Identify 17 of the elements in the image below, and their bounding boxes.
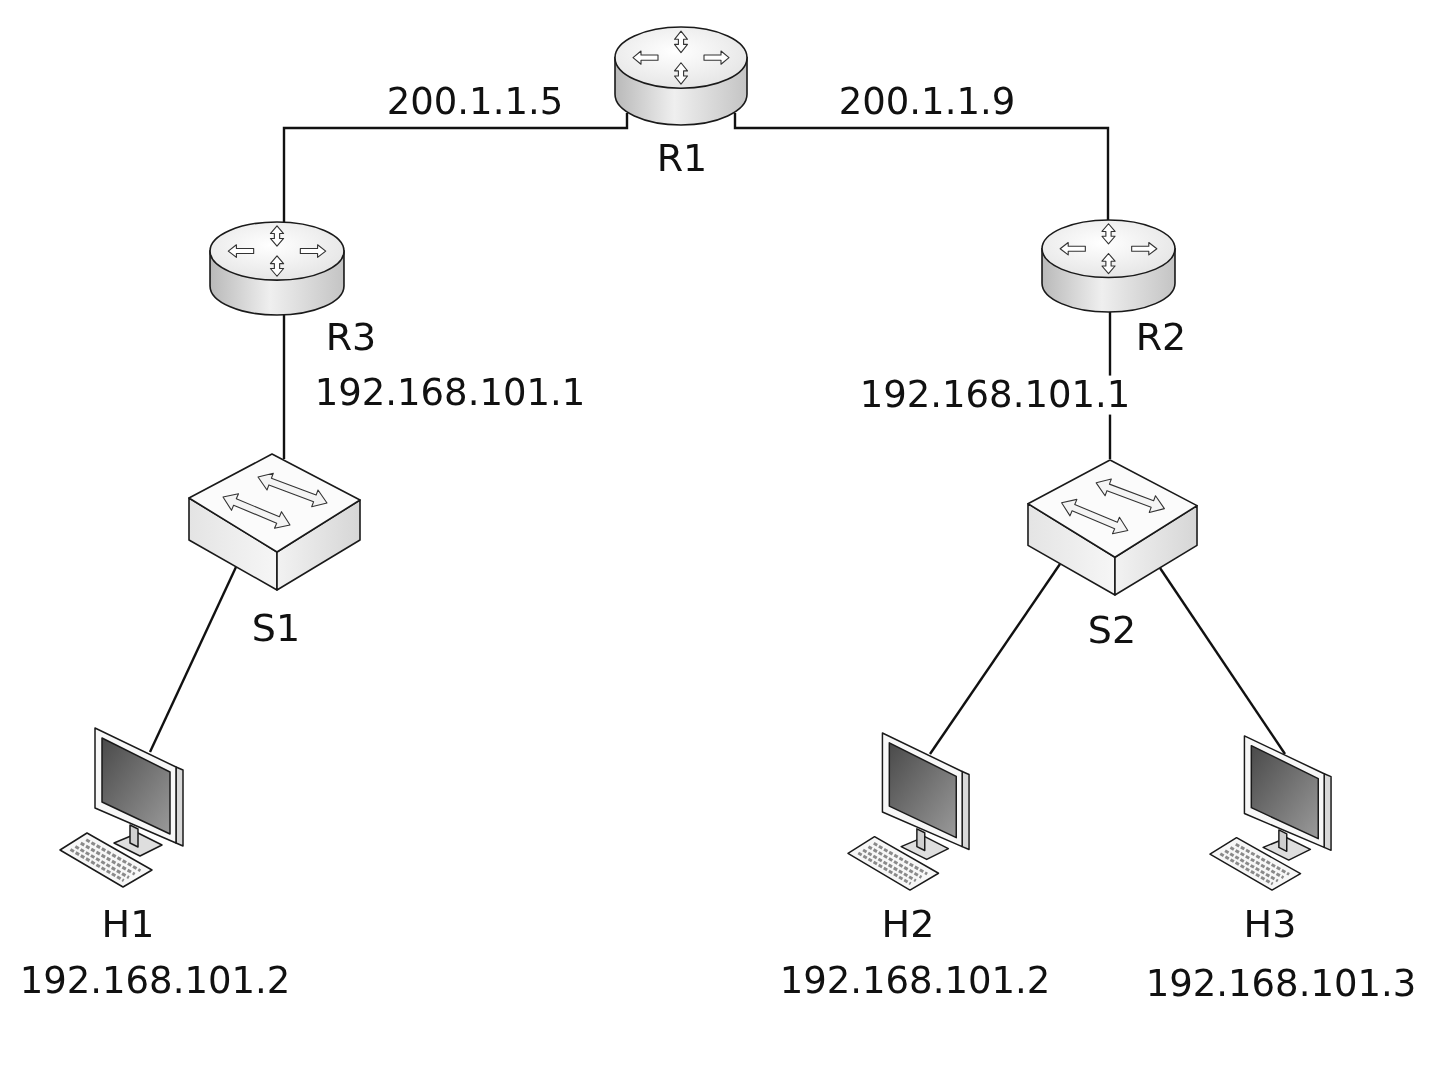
ip-address-label: 192.168.101.2: [779, 961, 1051, 999]
connection-line: [929, 563, 1061, 755]
device-label: H2: [881, 905, 935, 943]
device-label: H3: [1243, 905, 1297, 943]
connection-line: [733, 113, 1110, 220]
device-label: S2: [1087, 611, 1137, 649]
device-label: R2: [1135, 318, 1187, 356]
ip-address-label: 192.168.101.2: [19, 961, 291, 999]
device-label: H1: [101, 905, 155, 943]
device-label: S1: [251, 609, 301, 647]
ip-address-label: 192.168.101.3: [1145, 964, 1417, 1002]
device-label: R1: [656, 139, 708, 177]
connection-line: [282, 113, 629, 222]
device-label: R3: [325, 318, 377, 356]
connection-line: [282, 315, 286, 459]
connection-line: [1159, 567, 1286, 755]
connection-line: [148, 566, 238, 753]
